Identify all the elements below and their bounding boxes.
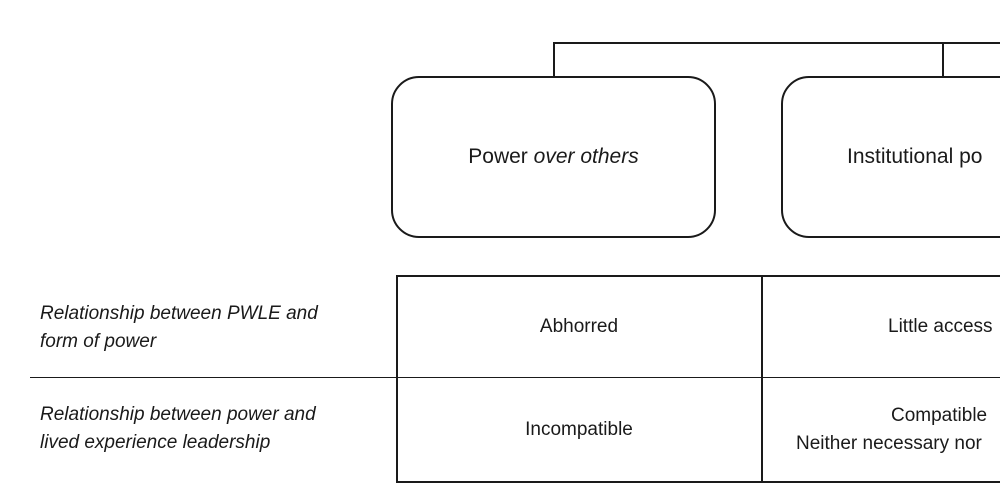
cell-text: Incompatible <box>525 418 633 440</box>
table-column-divider <box>761 275 763 482</box>
node-label-italic: over others <box>533 145 639 168</box>
connector-drop-left <box>553 42 555 77</box>
table-top-border <box>396 275 1000 277</box>
cell-text: Little access <box>888 315 993 337</box>
node-label-plain: Power <box>468 145 534 168</box>
row-label-line: Relationship between power and <box>40 404 316 425</box>
cell-text: Abhorred <box>539 315 619 337</box>
table-cell: Compatible Neither necessary nor <box>762 378 1000 481</box>
row-label-line: lived experience leadership <box>40 432 271 453</box>
node-power-over-others: Power over others <box>391 76 716 238</box>
table-cell: Little access <box>762 276 1000 377</box>
connector-horizontal <box>553 42 1000 44</box>
node-label-plain: Institutional po <box>847 145 983 168</box>
table-left-border <box>396 275 398 482</box>
table-cell: Incompatible <box>397 378 761 481</box>
table-cell: Abhorred <box>397 276 761 377</box>
cell-text-line1: Compatible <box>891 404 988 426</box>
row-divider <box>30 377 1000 378</box>
row-label-line: Relationship between PWLE and <box>40 303 318 324</box>
connector-drop-right <box>942 42 944 77</box>
row-label-power-leadership: Relationship between power and lived exp… <box>40 401 370 457</box>
node-institutional-power: Institutional po <box>781 76 1000 238</box>
row-label-line: form of power <box>40 331 157 352</box>
cell-text-line2: Neither necessary nor <box>796 432 982 454</box>
row-label-pwle-form-of-power: Relationship between PWLE and form of po… <box>40 300 370 356</box>
table-bottom-border <box>396 481 1000 483</box>
